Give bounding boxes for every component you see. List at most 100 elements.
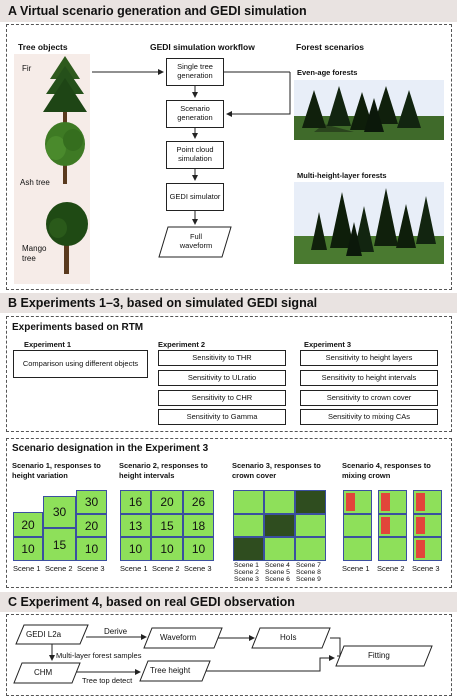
s3-r2-c1 <box>233 514 264 537</box>
scenario1-title-line1: Scenario 1, responses to <box>12 461 101 470</box>
s2-r3-c3: 10 <box>183 537 214 561</box>
fir-tree-image <box>43 56 87 123</box>
section-a-band <box>0 0 457 22</box>
s3-r2-c3 <box>295 514 326 537</box>
mango-tree-image <box>46 202 88 274</box>
tree-label-mango: Mango tree <box>22 244 47 263</box>
tree-objects-label: Tree objects <box>18 42 68 52</box>
s3-scene-6: Scene 6 <box>265 576 290 583</box>
scenario3-title-line2: crown cover <box>232 471 277 480</box>
scenario2-title-line2: height intervals <box>119 471 175 480</box>
exp1-label: Experiment 1 <box>24 340 72 349</box>
tree-label-fir: Fir <box>22 64 32 73</box>
rtm-title: Experiments based on RTM <box>12 322 144 333</box>
exp2-item-0: Sensitivity to THR <box>158 350 286 366</box>
s1-c3-bottom: 10 <box>76 537 107 561</box>
c-chm: CHM <box>34 668 53 677</box>
section-c-title: C Experiment 4, based on real GEDI obser… <box>8 595 295 609</box>
s3-r3-c1 <box>233 537 264 561</box>
s2-r1-c1: 16 <box>120 490 151 514</box>
s3-scene-4: Scene 4 <box>265 562 290 569</box>
s4-c2-r2-red <box>381 517 390 534</box>
s4-c3-r2-red <box>416 517 425 534</box>
exp3-item-3: Sensitivity to mixing CAs <box>300 409 438 425</box>
s2-scene-3: Scene 3 <box>184 564 212 573</box>
s2-scene-2: Scene 2 <box>152 564 180 573</box>
s4-c1-r1-red <box>346 493 355 511</box>
workflow-gedi-simulator: GEDI simulator <box>166 183 224 211</box>
s1-c3-top: 30 <box>76 490 107 514</box>
s3-scene-5: Scene 5 <box>265 569 290 576</box>
c-gedi-l2a: GEDI L2a <box>26 630 62 639</box>
s1-c3-mid: 20 <box>76 514 107 537</box>
s3-scene-2: Scene 2 <box>234 569 259 576</box>
even-age-label: Even-age forests <box>297 68 358 77</box>
exp3-item-1: Sensitivity to height intervals <box>300 370 438 386</box>
s3-r1-c3 <box>295 490 326 514</box>
scenario2-title-line1: Scenario 2, responses to <box>119 461 208 470</box>
section-c-band <box>0 592 457 612</box>
s4-scene-2: Scene 2 <box>377 564 405 573</box>
workflow-full-waveform-shape <box>158 226 232 258</box>
s2-r3-c1: 10 <box>120 537 151 561</box>
c-derive: Derive <box>104 627 128 636</box>
s1-c1-bottom: 10 <box>13 537 43 561</box>
c-fitting: Fitting <box>368 651 390 660</box>
exp3-item-2: Sensitivity to crown cover <box>300 390 438 406</box>
s4-c2-r3 <box>378 537 407 561</box>
exp2-item-1: Sensitivity to ULratio <box>158 370 286 386</box>
c-tree-top: Tree top detect <box>82 676 133 685</box>
exp3-label: Experiment 3 <box>304 340 352 349</box>
scenario-frame <box>6 438 452 588</box>
s1-scene-1: Scene 1 <box>13 564 41 573</box>
s2-r3-c2: 10 <box>151 537 183 561</box>
exp2-label: Experiment 2 <box>158 340 206 349</box>
s3-r3-c3 <box>295 537 326 561</box>
even-age-forest-image <box>294 80 444 140</box>
s2-r2-c1: 13 <box>120 514 151 537</box>
scenario-title: Scenario designation in the Experiment 3 <box>12 443 209 454</box>
s2-scene-1: Scene 1 <box>120 564 148 573</box>
s3-scene-9: Scene 9 <box>296 576 321 583</box>
s3-scene-1: Scene 1 <box>234 562 259 569</box>
s1-c1-top: 20 <box>13 512 43 537</box>
section-b-title: B Experiments 1–3, based on simulated GE… <box>8 296 318 310</box>
exp1-item-0: Comparison using different objects <box>13 350 148 378</box>
section-c-frame <box>6 614 452 696</box>
s3-r2-c2 <box>264 514 295 537</box>
multi-height-label: Multi-height-layer forests <box>297 171 387 180</box>
s3-r3-c2 <box>264 537 295 561</box>
s2-r1-c3: 26 <box>183 490 214 514</box>
c-multilayer: Multi-layer forest samples <box>56 651 142 660</box>
multi-height-forest-image <box>294 182 444 264</box>
s4-c3-r1-red <box>416 493 425 511</box>
s4-c3-r3-red <box>416 540 425 558</box>
workflow-scenario: Scenario generation <box>166 100 224 128</box>
s1-c2-top: 30 <box>43 496 76 528</box>
s4-scene-1: Scene 1 <box>342 564 370 573</box>
s3-scene-8: Scene 8 <box>296 569 321 576</box>
workflow-label: GEDI simulation workflow <box>150 42 255 52</box>
scenario4-title-line2: mixing crown <box>342 471 391 480</box>
s3-r1-c1 <box>233 490 264 514</box>
scenario4-title-line1: Scenario 4, responses to <box>342 461 431 470</box>
section-b-band <box>0 293 457 313</box>
s2-r2-c2: 15 <box>151 514 183 537</box>
s1-c2-bottom: 15 <box>43 528 76 561</box>
s4-c1-r3 <box>343 537 372 561</box>
rtm-frame <box>6 316 452 432</box>
exp2-item-2: Sensitivity to CHR <box>158 390 286 406</box>
exp3-item-0: Sensitivity to height layers <box>300 350 438 366</box>
forest-scenarios-label: Forest scenarios <box>296 42 365 52</box>
section-a-title: A Virtual scenario generation and GEDI s… <box>8 4 307 18</box>
exp2-item-3: Sensitivity to Gamma <box>158 409 286 425</box>
scenario1-title-line2: height variation <box>12 471 68 480</box>
s4-c2-r1-red <box>381 493 390 511</box>
workflow-single-tree: Single tree generation <box>166 58 224 86</box>
s1-scene-2: Scene 2 <box>45 564 73 573</box>
tree-label-ash: Ash tree <box>20 178 50 187</box>
s3-scene-7: Scene 7 <box>296 562 321 569</box>
c-tree-height: Tree height <box>150 666 191 675</box>
section-a-frame <box>6 24 452 290</box>
c-hois: HoIs <box>280 633 297 642</box>
